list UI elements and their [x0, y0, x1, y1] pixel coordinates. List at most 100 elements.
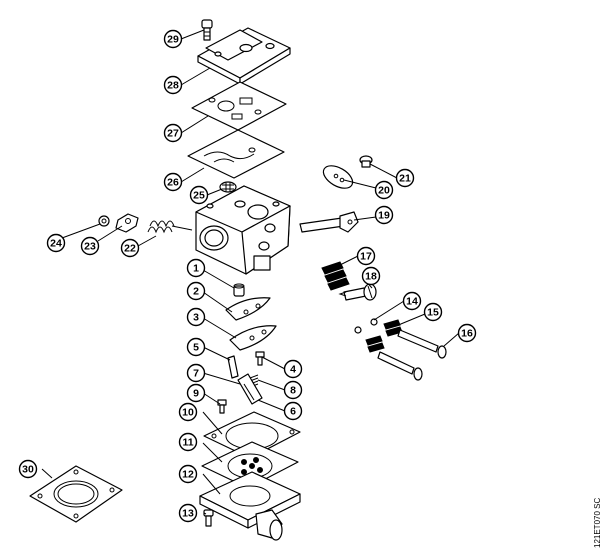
part-11-diaphragm: [201, 441, 299, 489]
callout-25: 25: [189, 185, 209, 205]
callout-circle: [178, 464, 198, 484]
callout-circle: [163, 172, 183, 192]
callout-17: 17: [356, 246, 376, 266]
callout-14: 14: [402, 291, 422, 311]
part-12-cover: [199, 471, 301, 541]
callout-label: 30: [22, 464, 34, 476]
callout-circle: [423, 302, 443, 322]
callout-10: 10: [178, 402, 198, 422]
callout-label: 16: [461, 328, 473, 340]
callout-15: 15: [423, 302, 443, 322]
part-3-gasket: [229, 325, 277, 351]
callout-label: 23: [84, 241, 96, 253]
part-5-needle: [227, 355, 239, 379]
callout-27: 27: [163, 123, 183, 143]
callout-4: 4: [283, 359, 303, 379]
part-14-o-rings: [354, 318, 378, 334]
callout-circle: [80, 236, 100, 256]
callout-circle: [18, 459, 38, 479]
callout-circle: [178, 503, 198, 523]
part-20-disc: [322, 165, 354, 189]
callout-circle: [395, 168, 415, 188]
callout-20: 20: [374, 180, 394, 200]
callout-label: 18: [365, 271, 377, 283]
callout-label: 14: [406, 296, 418, 308]
callout-30: 30: [18, 459, 38, 479]
callout-label: 27: [167, 128, 179, 140]
callout-8: 8: [283, 380, 303, 400]
callout-label: 11: [182, 437, 193, 449]
callout-label: 2: [193, 286, 199, 298]
callout-label: 17: [360, 251, 372, 263]
part-17-spring: [321, 261, 350, 291]
part-26-diaphragm: [187, 129, 285, 179]
callout-label: 13: [182, 508, 194, 520]
callout-9: 9: [186, 383, 206, 403]
callout-label: 9: [193, 388, 199, 400]
callout-22: 22: [120, 238, 140, 258]
callout-label: 6: [290, 406, 296, 418]
callout-21: 21: [395, 168, 415, 188]
callout-circle: [283, 380, 303, 400]
callout-16: 16: [457, 323, 477, 343]
callout-5: 5: [186, 337, 206, 357]
callout-11: 11: [178, 432, 198, 452]
callout-circle: [178, 432, 198, 452]
callout-label: 20: [378, 185, 390, 197]
callout-1: 1: [186, 258, 206, 278]
callout-circle: [163, 29, 183, 49]
part-6-lever: [237, 373, 263, 405]
callout-label: 8: [290, 385, 296, 397]
callout-12: 12: [178, 464, 198, 484]
callout-circle: [120, 238, 140, 258]
callout-circle: [186, 337, 206, 357]
part-4-pin: [255, 351, 265, 366]
callout-circle: [374, 180, 394, 200]
part-15-springs: [365, 319, 403, 353]
callout-label: 7: [193, 368, 199, 380]
callout-3: 3: [186, 307, 206, 327]
callout-23: 23: [80, 236, 100, 256]
callout-circle: [178, 402, 198, 422]
callout-label: 25: [193, 190, 205, 202]
callout-7: 7: [186, 363, 206, 383]
callout-label: 12: [182, 469, 194, 481]
callout-label: 5: [193, 342, 199, 354]
callout-circle: [163, 75, 183, 95]
part-8-spring: [249, 374, 259, 388]
callout-circle: [163, 123, 183, 143]
callout-28: 28: [163, 75, 183, 95]
callout-circle: [189, 185, 209, 205]
callout-circle: [374, 205, 394, 225]
callout-6: 6: [283, 401, 303, 421]
callout-circle: [457, 323, 477, 343]
callout-label: 24: [50, 238, 62, 250]
callout-circle: [356, 246, 376, 266]
callout-circle: [283, 359, 303, 379]
callout-26: 26: [163, 172, 183, 192]
callout-layer: 1234567891011121314151617181920212223242…: [18, 29, 477, 523]
part-9-screw: [217, 399, 227, 414]
callout-18: 18: [361, 266, 381, 286]
callout-circle: [361, 266, 381, 286]
part-13-screw: [203, 509, 214, 527]
part-22-spring: [147, 220, 193, 234]
callout-label: 28: [167, 80, 179, 92]
callout-circle: [186, 258, 206, 278]
carburetor-body: [195, 185, 291, 275]
callout-circle: [186, 281, 206, 301]
part-30-gasket: [29, 465, 123, 523]
callout-29: 29: [163, 29, 183, 49]
figure-code: 121ET070 SC: [593, 498, 602, 548]
callout-circle: [186, 383, 206, 403]
part-28-cover: [197, 27, 291, 85]
callout-24: 24: [46, 233, 66, 253]
callout-circle: [283, 401, 303, 421]
part-24-nut: [98, 215, 110, 227]
part-23-shaft: [115, 213, 139, 233]
callout-label: 10: [182, 407, 194, 419]
callout-label: 3: [193, 312, 199, 324]
callout-label: 26: [167, 177, 179, 189]
callout-circle: [186, 363, 206, 383]
